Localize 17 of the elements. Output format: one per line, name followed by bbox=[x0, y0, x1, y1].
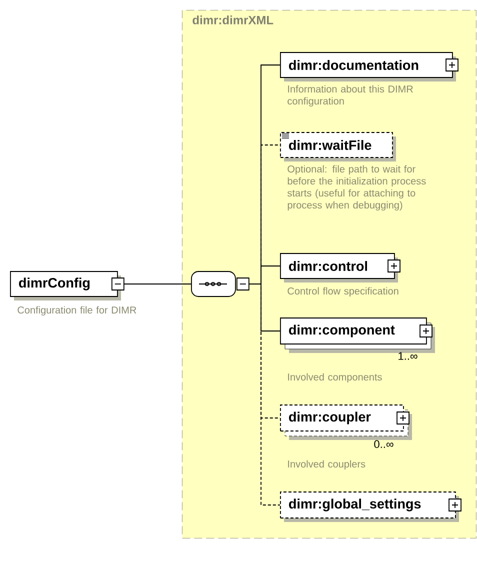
element-box: dimr:waitFile bbox=[280, 132, 393, 158]
description-text: Control flow specification bbox=[288, 287, 398, 297]
element-box: dimr:documentation bbox=[280, 52, 453, 78]
element-box: dimrConfig bbox=[10, 271, 124, 297]
description-text: Involved couplers bbox=[288, 460, 366, 470]
description-text: Configuration file for DIMR bbox=[18, 306, 136, 316]
connector-line bbox=[248, 284, 280, 332]
element-box: dimr:component bbox=[280, 318, 427, 344]
element-box: dimr:control bbox=[280, 253, 395, 279]
sequence-symbol bbox=[191, 271, 250, 297]
multiplicity-label: 0..∞ bbox=[374, 440, 394, 448]
description-text: Involved components bbox=[288, 373, 382, 383]
description-text: Optional: file path to wait for before the initialization process starts (useful for attaching to process when debugging) bbox=[287, 165, 426, 211]
element-box: dimr:coupler bbox=[280, 404, 404, 432]
description-text: Information about this DIMR configuration bbox=[288, 85, 413, 107]
multiplicity-label: 1..∞ bbox=[398, 352, 418, 360]
element-box: dimr:global_settings bbox=[280, 492, 456, 518]
